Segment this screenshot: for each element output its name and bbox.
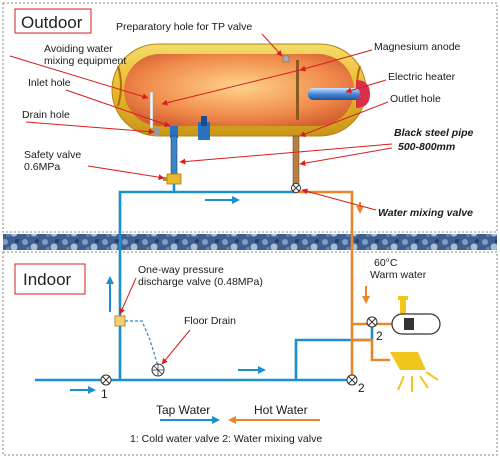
label-avoid-mixing-2: mixing equipment	[44, 55, 126, 67]
water-mixing-valve-outdoor	[291, 183, 301, 193]
label-water-mixing-valve: Water mixing valve	[378, 207, 473, 219]
flow-arrows	[70, 196, 370, 394]
label-black-pipe-2: 500-800mm	[398, 141, 455, 153]
label-avoid-mixing-1: Avoiding water	[44, 43, 113, 55]
label-inlet-hole: Inlet hole	[28, 77, 71, 89]
cold-water-valve	[100, 374, 112, 386]
label-one-way-2: discharge valve (0.48MPa)	[138, 276, 263, 288]
black-steel-pipe-hot	[292, 135, 300, 185]
legend-hot-water: Hot Water	[254, 403, 308, 417]
mounting-bracket	[198, 122, 210, 140]
outdoor-title: Outdoor	[21, 13, 83, 32]
shower-pipe	[352, 338, 390, 362]
label-num-1: 1	[101, 387, 108, 401]
label-electric-heater: Electric heater	[388, 71, 456, 83]
safety-valve	[166, 173, 182, 185]
label-temp: 60°C	[374, 257, 398, 269]
legend-valves: 1: Cold water valve 2: Water mixing valv…	[130, 433, 322, 445]
indoor-labels: One-way pressure discharge valve (0.48MP…	[101, 257, 427, 401]
indoor-title-box	[14, 263, 86, 295]
label-one-way-1: One-way pressure	[138, 264, 224, 276]
label-safety-valve-2: 0.6MPa	[24, 161, 60, 173]
cold-water-pipes	[35, 184, 374, 382]
label-magnesium-anode: Magnesium anode	[374, 41, 461, 53]
label-safety-valve-1: Safety valve	[24, 149, 81, 161]
drain-fitting	[154, 128, 159, 136]
legend-tap-water: Tap Water	[156, 403, 210, 417]
one-way-discharge-valve	[114, 315, 159, 367]
indoor-title: Indoor	[23, 270, 72, 289]
label-outlet-hole: Outlet hole	[390, 93, 441, 105]
avoid-mixing-equipment	[149, 91, 154, 129]
water-mixing-valve-bottom	[346, 374, 358, 386]
magnesium-anode	[296, 60, 299, 120]
label-floor-drain: Floor Drain	[184, 315, 236, 327]
floor-drain	[151, 363, 165, 377]
shower-head	[390, 352, 439, 392]
outdoor-labels: Preparatory hole for TP valve Avoiding w…	[9, 21, 474, 219]
heater-cap	[356, 80, 370, 108]
label-tp-valve: Preparatory hole for TP valve	[116, 21, 252, 33]
black-steel-pipe-cold	[170, 135, 178, 177]
outdoor-title-box	[14, 8, 92, 34]
label-num-2a: 2	[376, 329, 383, 343]
label-warm-water: Warm water	[370, 269, 427, 281]
label-num-2b: 2	[358, 381, 365, 395]
faucet	[391, 296, 441, 335]
label-drain-hole: Drain hole	[22, 109, 70, 121]
water-mixing-valve-warm	[366, 316, 378, 328]
inlet-fitting	[170, 126, 178, 138]
legend: Tap Water Hot Water 1: Cold water valve …	[130, 403, 322, 445]
wall	[3, 234, 497, 250]
label-black-pipe-1: Black steel pipe	[394, 127, 474, 139]
tp-valve-hole	[282, 55, 290, 63]
